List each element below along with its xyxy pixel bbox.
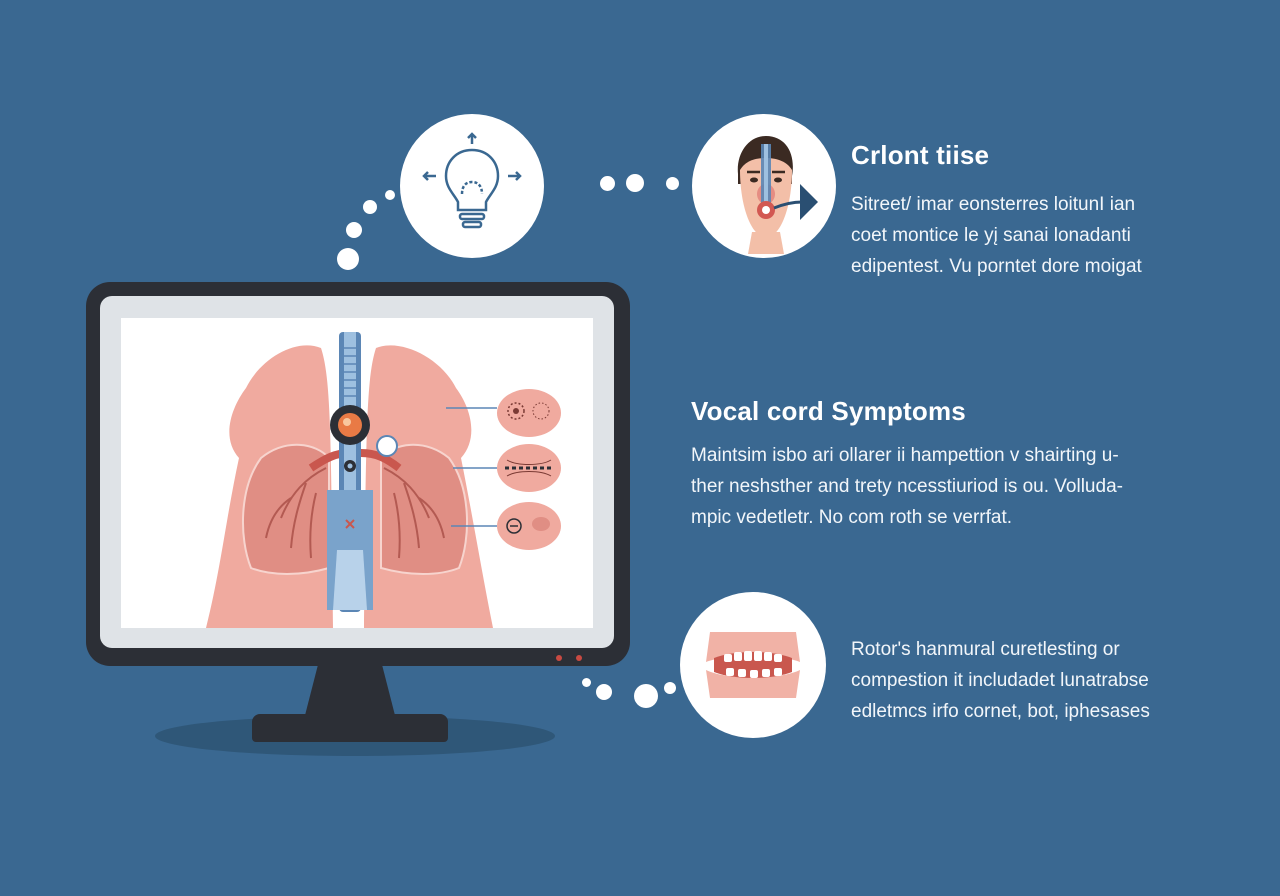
thought-dot xyxy=(363,200,377,214)
callout-circle-1 xyxy=(497,389,561,437)
lungs-diagram-icon xyxy=(121,318,593,628)
monitor-led xyxy=(556,655,562,661)
section-1-body: Sitreet/ imar eonsterres loitunI ian coe… xyxy=(851,189,1142,282)
left-bronchi xyxy=(265,467,327,559)
section-3-line: Rotor's hanmural curetlesting or xyxy=(851,639,1120,660)
connector-dot xyxy=(596,684,612,700)
connector-dot xyxy=(582,678,591,687)
section-2-heading: Vocal cord Symptoms xyxy=(691,396,966,426)
section-2-line: ther neshsther and trety ncesstiuriod is… xyxy=(691,476,1123,497)
section-2-body: Maintsim isbo ari ollarer ii hampettion … xyxy=(691,440,1123,533)
scope-rings xyxy=(344,347,356,397)
lungs-diagram-svg xyxy=(206,332,561,628)
right-bronchi xyxy=(383,467,445,559)
section-1-line: edipentest. Vu porntet dore moigat xyxy=(851,256,1142,277)
right-lobe xyxy=(380,443,468,575)
nasal-scope-face-icon xyxy=(692,114,836,258)
callout-circle-3 xyxy=(497,502,561,550)
thought-dot xyxy=(385,190,395,200)
teeth-mouth-icon xyxy=(680,592,826,738)
section-2-line: mpic vedetletr. No com roth se verrfat. xyxy=(691,507,1013,528)
monitor-stand-neck xyxy=(303,660,397,720)
connector-dot xyxy=(664,682,676,694)
section-3-line: compestion it includadet lunatrabse xyxy=(851,670,1149,691)
monitor-stand-base xyxy=(252,714,448,742)
connector-dot xyxy=(600,176,615,191)
scope-side-lens xyxy=(376,435,398,457)
callout-circle-2 xyxy=(497,444,561,492)
connector-dot xyxy=(666,177,679,190)
thought-dot xyxy=(346,222,362,238)
section-3-line: edletmcs irfo cornet, bot, iphesases xyxy=(851,701,1150,722)
left-lobe xyxy=(242,443,330,575)
callout-lines xyxy=(446,407,497,527)
section-1-heading: Crlont tiise xyxy=(851,140,990,170)
section-2-line: Maintsim isbo ari ollarer ii hampettion … xyxy=(691,445,1119,466)
section-3-body: Rotor's hanmural curetlesting or compest… xyxy=(851,634,1150,727)
lightbulb-icon xyxy=(400,114,544,258)
thought-dot xyxy=(337,248,359,270)
section-1-line: Sitreet/ imar eonsterres loitunI ian xyxy=(851,194,1136,215)
connector-dot xyxy=(634,684,658,708)
connector-dot xyxy=(626,174,644,192)
section-1-line: coet montice le yį sanai lonadanti xyxy=(851,225,1131,246)
monitor-led xyxy=(576,655,582,661)
